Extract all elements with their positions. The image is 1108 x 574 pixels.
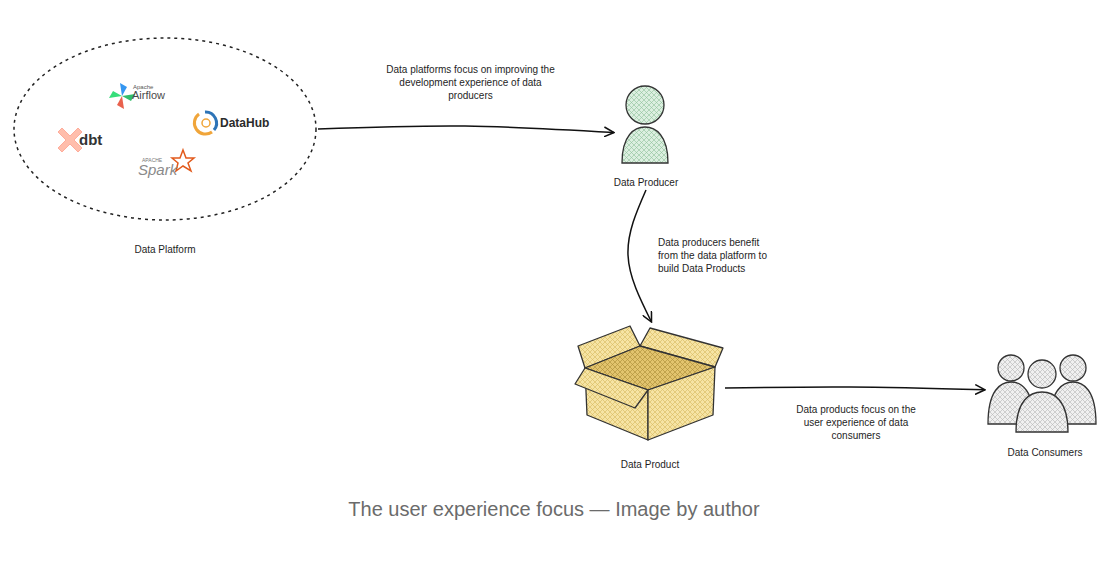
node-label: Data Product — [621, 459, 679, 471]
node-label: Data Platform — [134, 244, 195, 256]
logo-text: Airflow — [132, 89, 165, 102]
node-label: Data Consumers — [1007, 447, 1082, 459]
person-body — [1016, 392, 1068, 432]
caption: The user experience focus — Image by aut… — [0, 496, 1108, 522]
person-head — [1060, 355, 1086, 381]
connector-arrow — [628, 190, 652, 322]
box-face — [648, 367, 715, 440]
datahub-logo — [194, 112, 216, 134]
product-node: Data Product — [575, 322, 725, 472]
consumers-node: Data Consumers — [985, 352, 1105, 460]
person-head — [998, 355, 1024, 381]
edge-label: Data platforms focus on improving the de… — [378, 63, 563, 102]
connector-arrow — [725, 387, 985, 390]
dbt-logo — [58, 128, 82, 152]
logo-text: dbt — [79, 131, 102, 148]
node-label: Data Producer — [614, 177, 678, 189]
data-platform-node: Data Platform — [12, 36, 318, 222]
node-shape — [985, 352, 1105, 460]
connector-arrow — [318, 126, 614, 133]
box-flap — [575, 368, 648, 408]
person-head — [1028, 360, 1056, 388]
airflow-logo — [109, 83, 135, 109]
logo-text: Spark — [138, 161, 177, 178]
edge-label: Data products focus on the user experien… — [795, 403, 917, 442]
person-body — [622, 127, 668, 163]
node-shape — [12, 36, 318, 222]
person-head — [626, 86, 664, 124]
platform-ellipse — [14, 38, 316, 220]
producer-node: Data Producer — [614, 75, 678, 190]
node-shape — [614, 75, 678, 190]
logo-text: DataHub — [220, 116, 269, 130]
edge-label: Data producers benefit from the data pla… — [658, 236, 776, 275]
node-shape — [575, 322, 725, 472]
